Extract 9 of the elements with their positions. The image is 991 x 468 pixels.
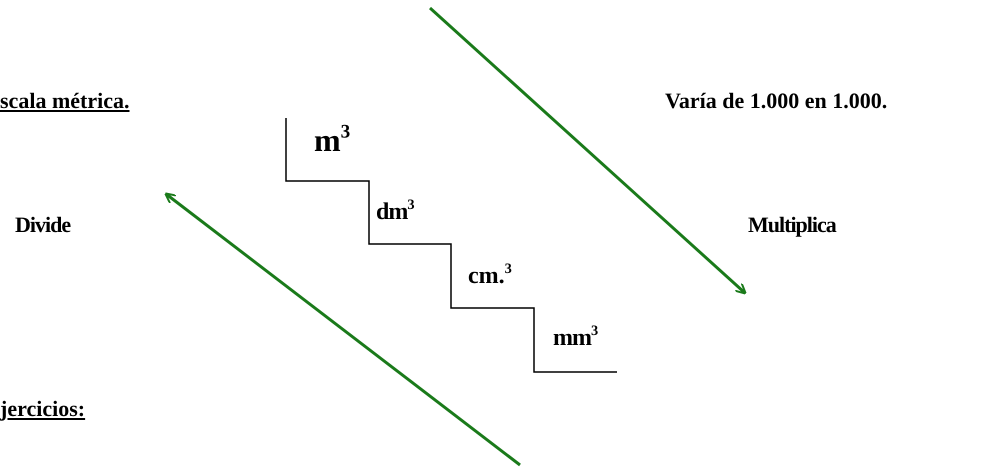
operation-label: Divide — [15, 214, 70, 236]
unit-label: mm$^{3}$ — [553, 326, 598, 350]
heading-text: jercicios: — [0, 398, 86, 420]
operation-label: Multiplica — [748, 214, 836, 236]
note-text: Varía de 1.000 en 1.000. — [665, 90, 888, 112]
unit-label: m$^{3}$ — [314, 124, 350, 156]
unit-label: dm$^{3}$ — [376, 200, 414, 224]
unit-label: cm.$^{3}$ — [468, 264, 512, 288]
heading-text: scala métrica. — [0, 90, 130, 112]
